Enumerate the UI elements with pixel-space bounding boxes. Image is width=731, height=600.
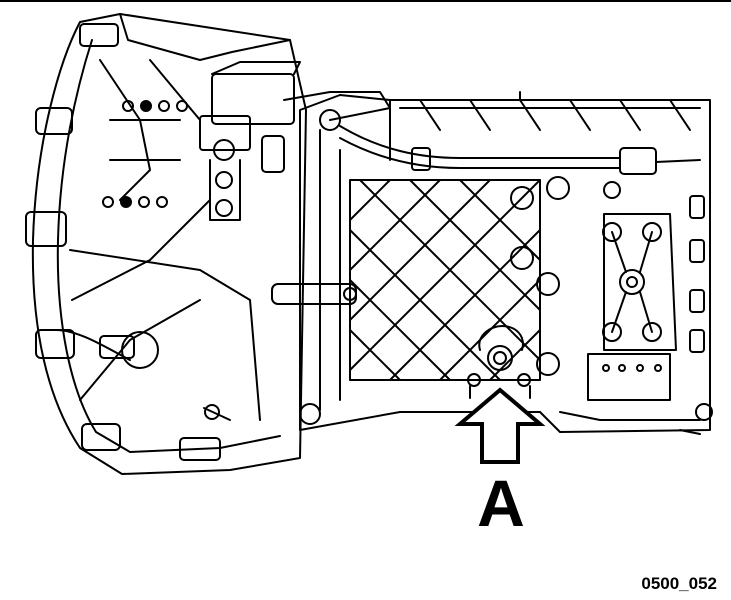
figure-code: 0500_052: [641, 574, 717, 593]
bell-housing: [25, 13, 307, 475]
callout-label-a: A: [477, 466, 525, 540]
shift-tower: [199, 61, 391, 221]
gearbox-housing: [203, 91, 713, 435]
callout-arrow: [454, 387, 546, 464]
